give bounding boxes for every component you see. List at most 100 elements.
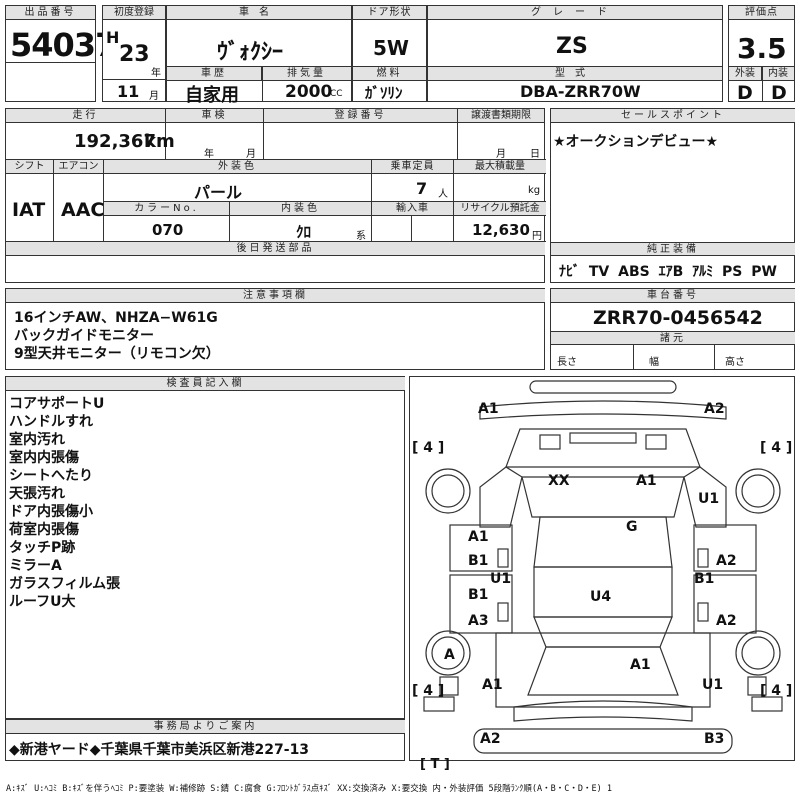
car-name: ｳﾞｫｸｼｰ: [217, 40, 284, 65]
year-unit: 年: [151, 68, 161, 79]
inspection-label: 車検: [166, 109, 264, 123]
inspector-line: 室内内張傷: [9, 450, 79, 466]
km-unit: km: [144, 131, 175, 152]
inspector-line: ガラスフィルム張: [9, 576, 121, 592]
int-label: 内装: [762, 67, 795, 81]
inspector-box: 検査員記入欄 コアサポートU ハンドルすれ 室内汚れ 室内内張傷 シートへたり …: [5, 376, 405, 719]
office-box: 事務局よりご案内 ◆新港ヤード◆千葉県千葉市美浜区新港227-13: [5, 719, 405, 761]
inspector-line: ハンドルすれ: [9, 414, 93, 430]
door-box: ドア形状 5W 燃料 ｶﾞｿﾘﾝ: [352, 5, 427, 102]
load-label: 最大積載量: [454, 160, 546, 174]
fuel-label: 燃料: [353, 67, 427, 81]
inspector-lines: コアサポートU ハンドルすれ 室内汚れ 室内内張傷 シートへたり 天張汚れ ドア…: [9, 395, 120, 611]
office-text: ◆新港ヤード◆千葉県千葉市美浜区新港227-13: [9, 742, 310, 758]
damage-mark: A3: [468, 613, 489, 629]
car-history: 自家用: [185, 85, 239, 106]
car-name-label: 車名: [167, 6, 352, 20]
notes-lines: 16インチAW、NHZA−W61G バックガイドモニター 9型天井モニター（リモ…: [14, 309, 220, 363]
inspector-line: 荷室内張傷: [9, 522, 79, 538]
damage-mark: A: [444, 647, 455, 663]
recycle-deposit: 12,630: [472, 221, 530, 239]
damage-mark: U4: [590, 589, 612, 605]
tire-mark: [ 4 ]: [760, 440, 793, 456]
damage-mark: A2: [716, 553, 737, 569]
inspector-line: 天張汚れ: [9, 486, 65, 502]
damage-mark: A1: [482, 677, 503, 693]
tire-mark: [ 4 ]: [760, 683, 793, 699]
lot-number-box: 出品番号 54037: [5, 5, 117, 102]
cc-unit: CC: [330, 89, 343, 99]
sales-point-box: セールスポイント ★オークションデビュー★ 純正装備 ﾅﾋﾞ TV ABS ｴｱ…: [550, 108, 795, 283]
model-label: 型式: [428, 67, 723, 81]
damage-mark: XX: [548, 473, 570, 489]
overall-score: 3.5: [737, 32, 787, 65]
damage-mark: U1: [698, 491, 720, 507]
transfer-day-unit: 日: [530, 149, 540, 160]
reg-year: 23: [119, 42, 150, 67]
equipment-label: 純正装備: [551, 242, 795, 256]
month-unit: 月: [149, 91, 159, 102]
note-line: 16インチAW、NHZA−W61G: [14, 310, 218, 326]
mileage-label: 走行: [6, 109, 166, 123]
insp-year-unit: 年: [204, 149, 214, 160]
color-no-label: カラーNo.: [104, 202, 230, 216]
lot-label: 出品番号: [6, 6, 96, 20]
sales-point-label: セールスポイント: [551, 109, 795, 123]
color-no: 070: [152, 221, 184, 239]
damage-mark: A2: [704, 401, 725, 417]
inspector-line: 室内汚れ: [9, 432, 65, 448]
legend-text: A:ｷｽﾞ U:ﾍｺﾐ B:ｷｽﾞを伴うﾍｺﾐ P:要塗装 W:補修跡 S:錆 …: [6, 784, 612, 794]
door-label: ドア形状: [353, 6, 427, 20]
history-label: 車歴: [167, 67, 262, 81]
exterior-color: パール: [194, 183, 243, 202]
office-label: 事務局よりご案内: [6, 720, 405, 734]
first-reg-box: 初度登録 H 23 年 11 月: [102, 5, 166, 102]
aircon: AAC: [61, 199, 105, 221]
seats-unit: 人: [438, 189, 448, 200]
transfer-month-unit: 月: [496, 149, 506, 160]
spec-block: 走行 車検 登録番号 譲渡書類期限 192,367 km 年 月 月 日 シフト…: [5, 108, 546, 283]
spare-tire-mark: [ T ]: [420, 757, 450, 772]
import-label: 輸入車: [372, 202, 454, 216]
later-parts-label: 後日発送部品: [6, 242, 545, 256]
chassis-label: 車台番号: [551, 289, 795, 303]
seats: 7: [416, 179, 428, 198]
chassis-box: 車台番号 ZRR70-0456542 諸元 長さ 幅 高さ: [550, 288, 795, 370]
damage-mark: U1: [490, 571, 512, 587]
tire-mark: [ 4 ]: [412, 440, 445, 456]
inspector-line: タッチP跡: [9, 540, 76, 556]
car-outline-svg: [423, 380, 783, 754]
score-label: 評価点: [729, 6, 795, 20]
dims-label: 諸元: [551, 331, 795, 345]
damage-mark: A2: [716, 613, 737, 629]
damage-mark: A1: [468, 529, 489, 545]
era: H: [106, 28, 120, 47]
length-label: 長さ: [557, 357, 577, 368]
transfer-label: 譲渡書類期限: [458, 109, 545, 123]
color-label: 外装色: [104, 160, 372, 174]
sales-point-text: ★オークションデビュー★: [553, 134, 719, 150]
inspector-line: コアサポートU: [9, 396, 105, 412]
car-diagram: A1 A2 [ 4 ] [ 4 ] [ 4 ] [ 4 ] XX A1 U1 G…: [409, 376, 795, 761]
notes-label: 注意事項欄: [6, 289, 545, 303]
inspector-line: ミラーA: [9, 558, 62, 574]
damage-mark: A2: [480, 731, 501, 747]
width-label: 幅: [649, 357, 659, 368]
load-unit: kg: [528, 185, 541, 196]
damage-mark: B1: [468, 553, 489, 569]
grade: ZS: [556, 34, 588, 59]
note-line: バックガイドモニター: [14, 328, 154, 344]
damage-mark: A1: [630, 657, 651, 673]
notes-box: 注意事項欄 16インチAW、NHZA−W61G バックガイドモニター 9型天井モ…: [5, 288, 545, 370]
ac-label: エアコン: [54, 160, 104, 174]
int-color-label: 内装色: [230, 202, 372, 216]
fuel: ｶﾞｿﾘﾝ: [365, 84, 403, 102]
int-color-unit: 系: [356, 231, 366, 242]
door-type: 5W: [373, 36, 409, 60]
inspector-line: ドア内張傷小: [9, 504, 93, 520]
inspector-line: シートへたり: [9, 468, 93, 484]
damage-mark: B1: [468, 587, 489, 603]
interior-color: ｸﾛ: [296, 223, 312, 241]
seats-label: 乗車定員: [372, 160, 454, 174]
yen-unit: 円: [532, 231, 542, 242]
